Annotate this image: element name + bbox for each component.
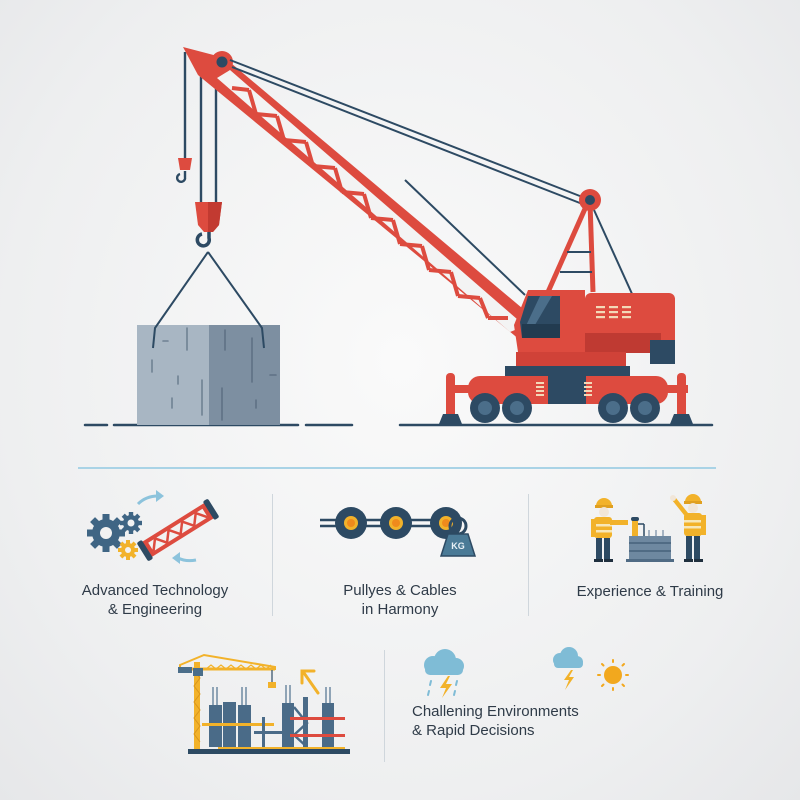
column-divider	[528, 494, 529, 616]
feature-caption: Pullyes & Cables in Harmony	[320, 581, 480, 619]
feature-pulleys: KG Pullyes & Cables in Harmony	[300, 480, 520, 620]
building-frame-icon	[188, 685, 350, 754]
caption-line: Experience & Training	[576, 583, 724, 600]
sling-cables	[152, 251, 265, 349]
construction-illustration	[178, 653, 350, 754]
feature-caption: Advanced Technology & Engineering	[60, 581, 250, 619]
caption-line: in Harmony	[361, 601, 439, 618]
feature-caption: Challening Environments & Rapid Decision…	[412, 702, 642, 740]
hoist-cables	[183, 52, 218, 205]
concrete-block-icon	[137, 325, 280, 425]
up-arrow-icon	[300, 669, 320, 695]
feature-construction	[170, 645, 350, 755]
a-frame-mast	[545, 189, 601, 294]
crane-hero-illustration	[83, 47, 714, 427]
column-divider	[384, 650, 385, 762]
caption-line: & Engineering	[107, 601, 203, 618]
boom-section-icon	[137, 499, 219, 561]
caption-line: Pullyes & Cables	[343, 582, 457, 599]
feature-environments: Challening Environments & Rapid Decision…	[405, 645, 645, 755]
storm-cloud-icon	[424, 649, 464, 698]
sun-icon	[597, 659, 629, 691]
gears-icon	[87, 512, 142, 560]
crane-boom-icon	[183, 47, 560, 340]
hook-block-icon	[195, 202, 222, 248]
vent-icon	[596, 306, 605, 319]
experience-illustration	[591, 494, 706, 562]
caption-line: Advanced Technology	[81, 582, 229, 599]
worker-icon	[670, 494, 706, 562]
caption-line: Challening Environments	[412, 703, 579, 720]
environments-illustration	[424, 647, 629, 698]
worker-icon	[591, 498, 628, 562]
weight-label: KG	[451, 541, 465, 551]
feature-caption: Experience & Training	[555, 582, 745, 601]
crane-truck-icon	[439, 290, 693, 424]
feature-technology: Advanced Technology & Engineering	[60, 480, 270, 620]
pulley-icon	[335, 507, 462, 539]
section-divider	[78, 467, 716, 469]
pulleys-illustration: KG	[320, 507, 477, 557]
small-hook-icon	[175, 158, 192, 184]
column-divider	[272, 494, 273, 616]
technology-illustration	[87, 490, 219, 564]
lightning-cloud-icon	[553, 647, 583, 690]
pendant-cables	[229, 59, 634, 297]
caption-line: & Rapid Decisions	[412, 722, 535, 739]
weight-icon: KG	[439, 516, 477, 557]
wheel-icon	[470, 393, 660, 423]
machine-icon	[626, 517, 674, 562]
feature-experience: Experience & Training	[540, 480, 740, 620]
tower-crane-icon	[178, 653, 276, 749]
